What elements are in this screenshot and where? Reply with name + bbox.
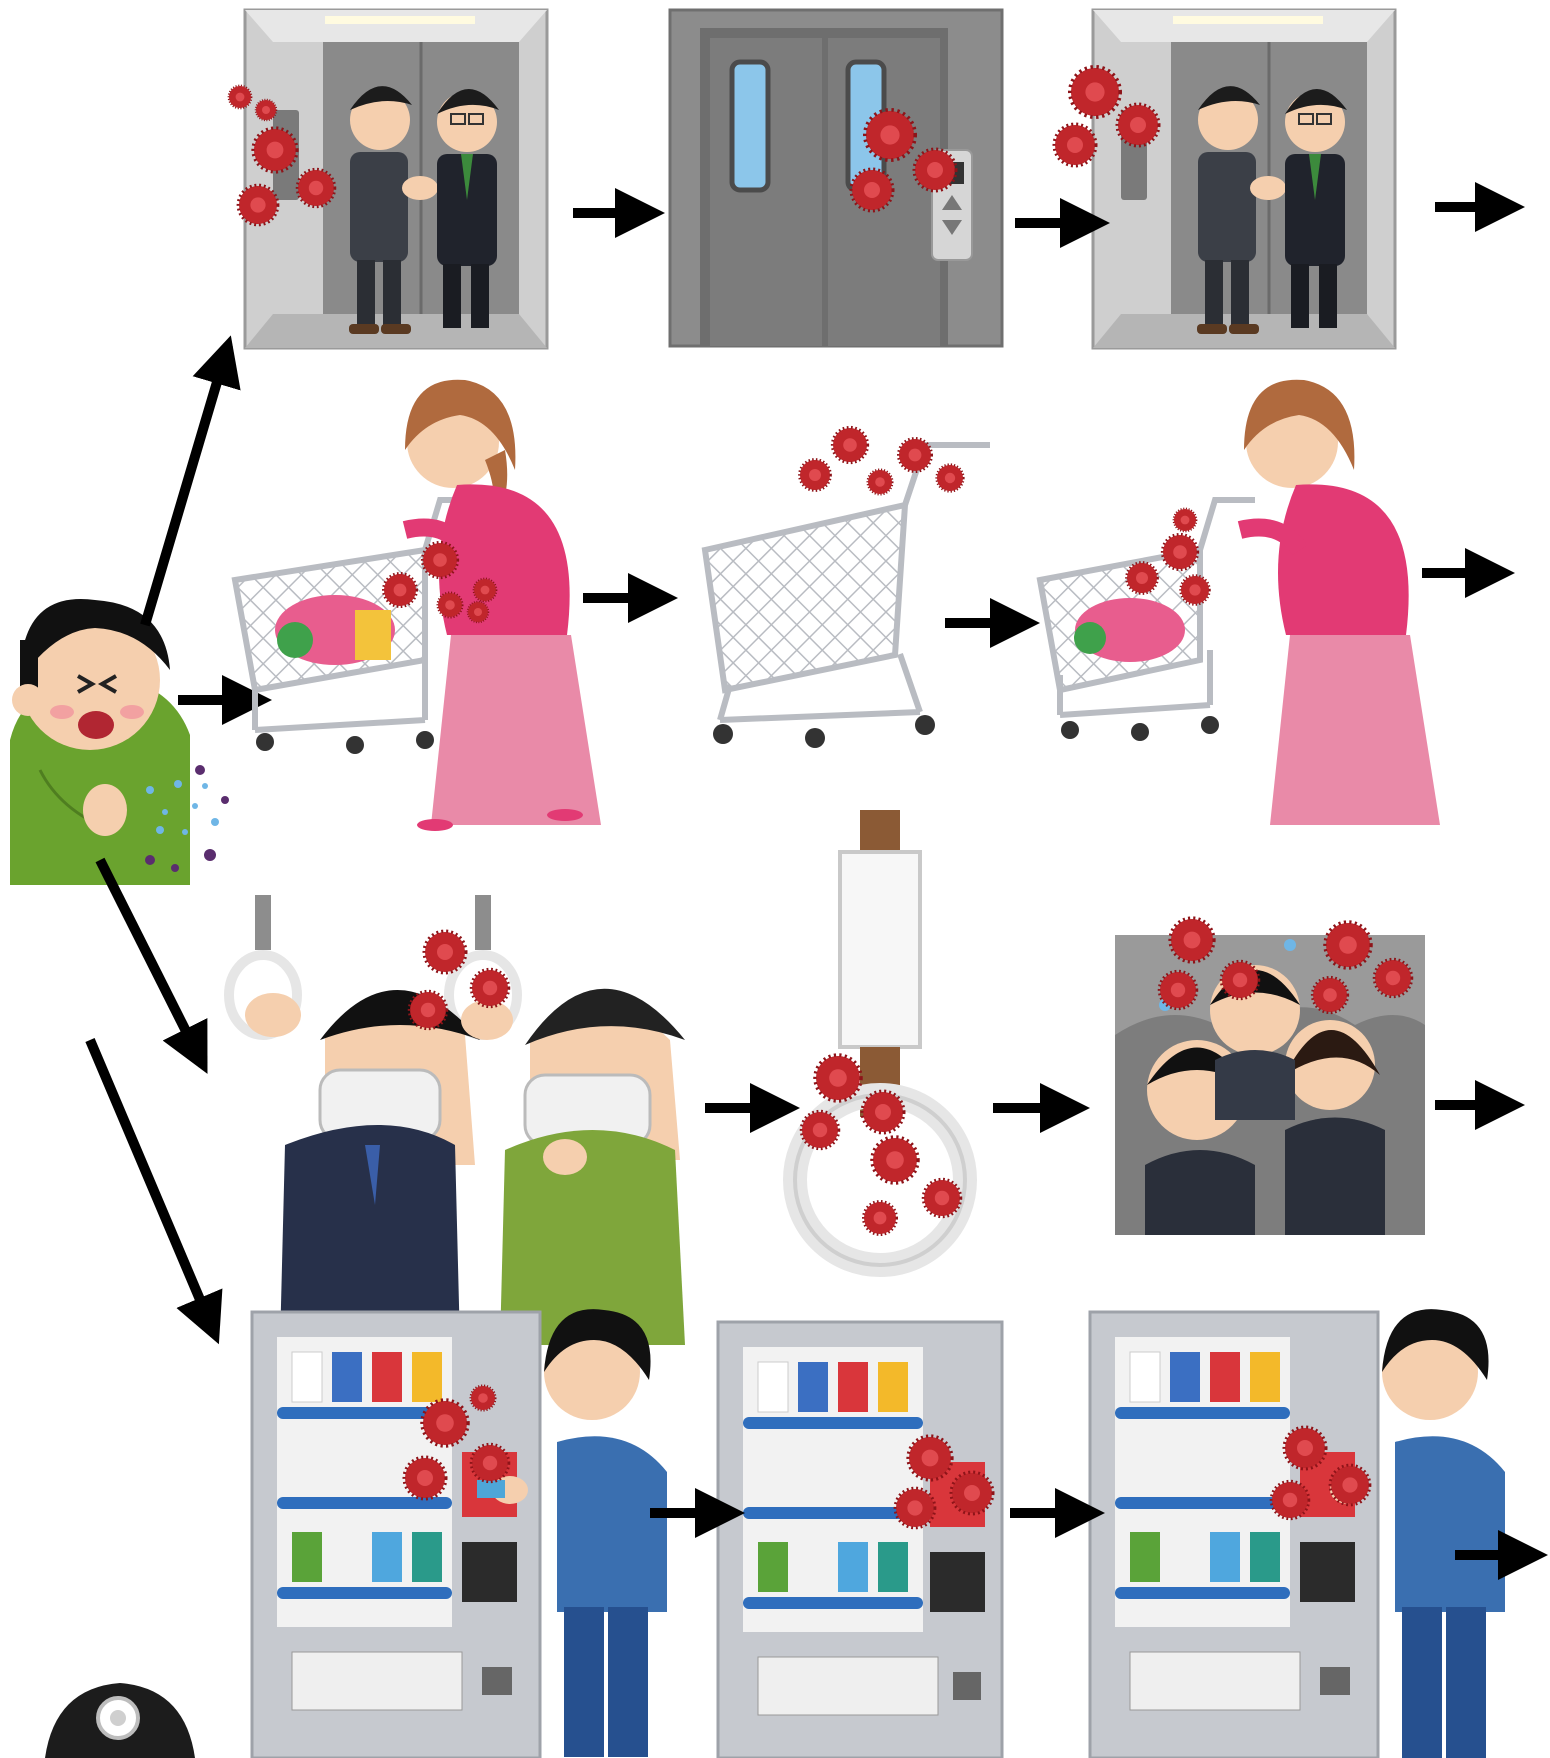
vending-machine-contaminated [716,1320,1004,1758]
virus-icon [866,468,894,496]
elevator-interior-next-riders [1091,8,1397,350]
commuters-holding-straps [224,895,685,1345]
route-train-strap [224,810,1525,1345]
strap-icon [860,810,900,852]
sick-person [10,599,229,885]
virus-icon [1172,507,1198,533]
shopper-with-cart-contaminated [231,379,601,831]
virus-icon [862,1199,898,1237]
customer-at-vending-machine [250,1309,667,1758]
route-elevator [227,8,1525,350]
arrow-icon [140,335,241,627]
virus-icon [813,1053,863,1103]
sneeze-droplets [146,780,219,835]
virus-icon [1052,122,1098,168]
empty-cart-contaminated [701,442,990,748]
elevator-interior-contaminated [243,8,549,350]
doctor-partial [45,1683,195,1758]
virus-icon [469,967,511,1009]
arrow-icon [95,857,208,1074]
next-customer-at-vending-machine [1088,1309,1505,1758]
virus-icon [798,458,832,492]
route-vending-machine [250,1309,1548,1758]
germ-particles [145,765,229,872]
arrow-icon [85,1038,223,1345]
route-shopping-cart [231,379,1515,831]
strap-contaminated [783,810,977,1277]
virus-icon [422,929,468,975]
virus-icon [870,1135,920,1185]
next-shopper-with-cart [1036,379,1440,825]
branch-arrows [85,335,272,1345]
virus-icon [935,463,965,493]
virus-icon [830,425,870,465]
elevator-door-outside [668,8,1004,348]
